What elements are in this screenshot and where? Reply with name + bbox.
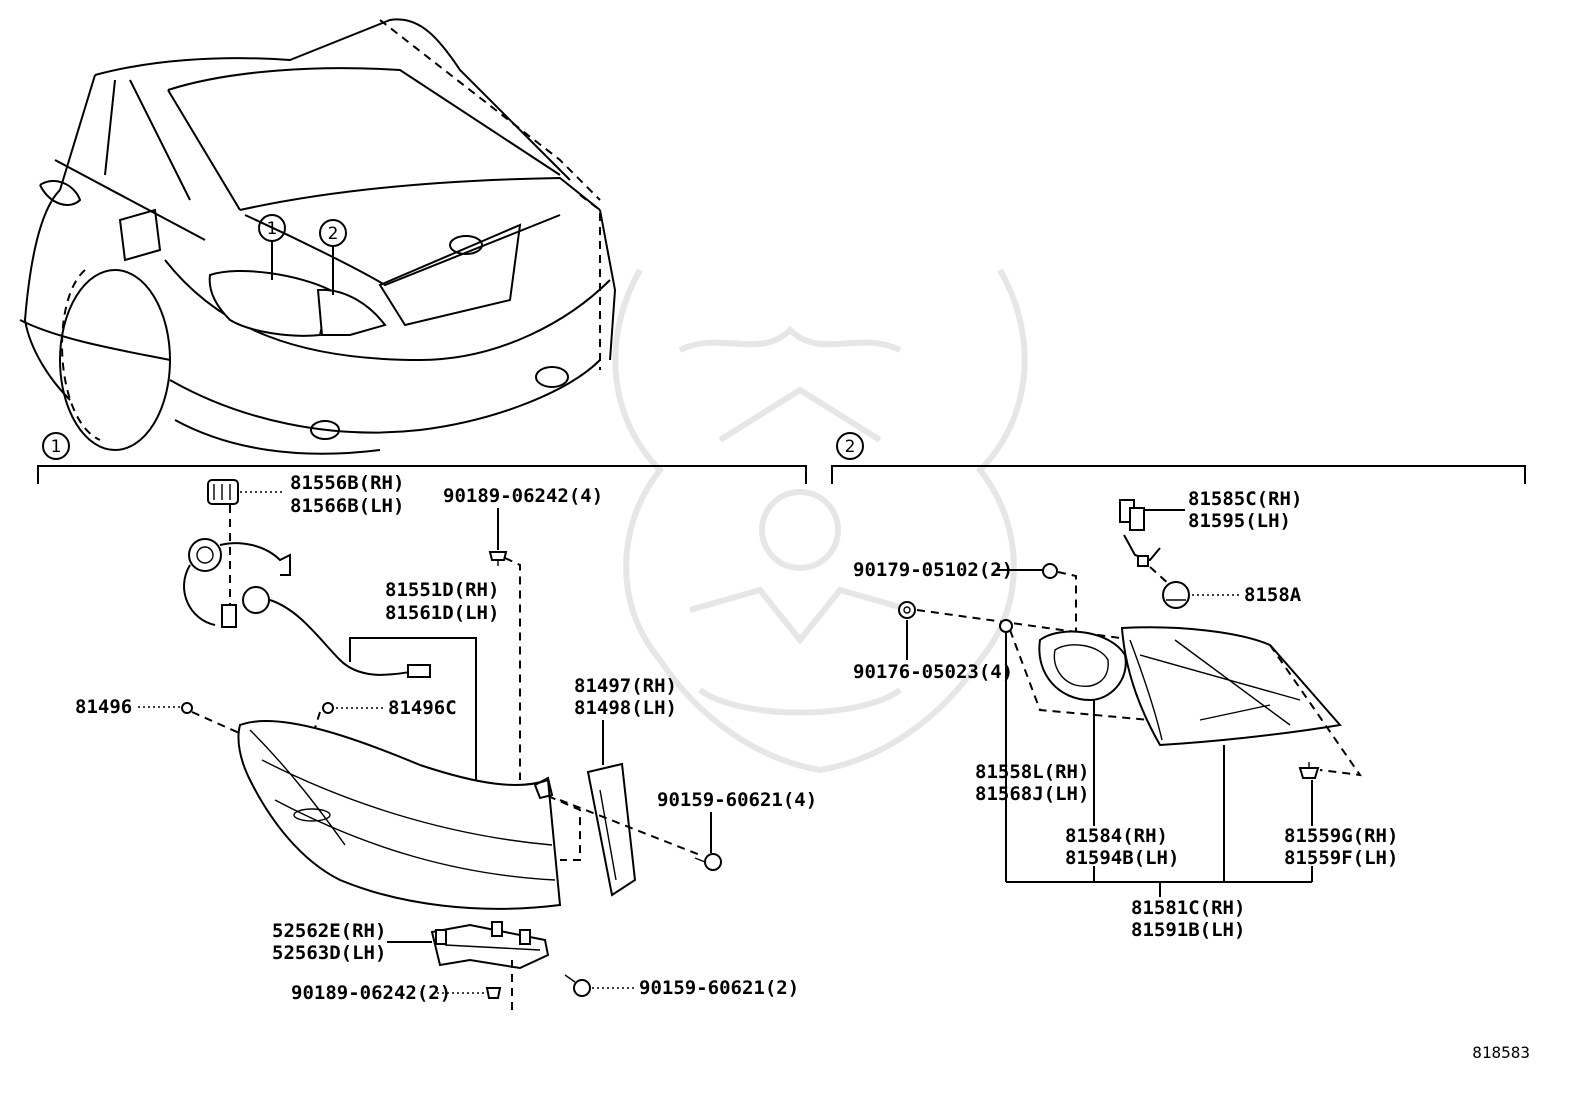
label-52562e: 52562E(RH) <box>272 920 386 942</box>
label-81497: 81497(RH) <box>574 675 677 697</box>
label-81551d: 81551D(RH) <box>385 579 499 601</box>
label-81585c: 81585C(RH) <box>1188 488 1302 510</box>
section-1-number: 1 <box>51 437 62 457</box>
callout-1: 1 <box>258 214 286 242</box>
bolt-90159-2 <box>564 974 591 997</box>
label-90189-2: 90189-06242(2) <box>291 982 451 1004</box>
dash-90189-top <box>504 557 521 780</box>
dash-lamp-outer <box>547 795 581 861</box>
screw-81559g <box>1298 762 1320 779</box>
label-81559g: 81559G(RH) <box>1284 825 1398 847</box>
section-1-marker: 1 <box>42 432 70 460</box>
vehicle-rear-illustration <box>19 18 617 455</box>
diagram-id: 818583 <box>1472 1043 1530 1062</box>
label-81594b: 81594B(LH) <box>1065 847 1179 869</box>
nut-90176 <box>898 601 916 619</box>
label-90159-4: 90159-60621(4) <box>657 789 817 811</box>
lamp-inner-81581c <box>1120 626 1342 747</box>
callout-2-label: 2 <box>328 224 339 244</box>
label-81566b: 81566B(LH) <box>290 495 404 517</box>
callout-2: 2 <box>319 219 347 247</box>
wire-harness <box>183 538 431 678</box>
label-90176: 90176-05023(4) <box>853 661 1013 683</box>
dash-81558l <box>1009 629 1151 721</box>
label-81568j: 81568J(LH) <box>975 783 1089 805</box>
bulb-8158a <box>1162 581 1190 609</box>
label-81581c: 81581C(RH) <box>1131 897 1245 919</box>
label-8158a: 8158A <box>1244 584 1302 606</box>
nut-90179 <box>1042 563 1058 579</box>
grommet-81496c <box>322 702 334 714</box>
grommet-81496 <box>181 702 193 714</box>
bracket-52562e <box>430 921 550 970</box>
label-81556b: 81556B(RH) <box>290 472 404 494</box>
assembly-tree <box>1005 632 1313 897</box>
section-2-bracket <box>831 465 1526 484</box>
label-81584: 81584(RH) <box>1065 825 1168 847</box>
callout-1-label: 1 <box>267 219 278 239</box>
clip-90189-top <box>488 551 508 566</box>
label-81496c: 81496C <box>388 697 457 719</box>
label-81595: 81595(LH) <box>1188 510 1291 532</box>
label-81496: 81496 <box>75 696 132 718</box>
label-81558l: 81558L(RH) <box>975 761 1089 783</box>
label-81498: 81498(LH) <box>574 697 677 719</box>
label-81561d: 81561D(LH) <box>385 602 499 624</box>
wire-81585c <box>1119 499 1161 567</box>
label-90189-top: 90189-06242(4) <box>443 485 603 507</box>
dash-81581c <box>1269 644 1363 777</box>
label-81559f: 81559F(LH) <box>1284 847 1398 869</box>
section-2-number: 2 <box>845 437 856 457</box>
label-90179: 90179-05102(2) <box>853 559 1013 581</box>
lamp-outer-81551d <box>237 720 562 910</box>
dash-81585c <box>1149 566 1171 586</box>
label-52563d: 52563D(LH) <box>272 942 386 964</box>
housing-81584 <box>1038 630 1127 702</box>
garnish-81497 <box>586 762 637 897</box>
dash-90179 <box>1057 571 1077 645</box>
bolt-90159-4 <box>694 853 722 871</box>
leader-81551d <box>349 637 477 785</box>
section-1-bracket <box>37 465 807 484</box>
dash-garnish <box>559 799 701 856</box>
section-2-marker: 2 <box>836 432 864 460</box>
clip-90189-2 <box>485 987 502 999</box>
label-90159-2: 90159-60621(2) <box>639 977 799 999</box>
label-81591b: 81591B(LH) <box>1131 919 1245 941</box>
watermark-emblem <box>612 268 1028 774</box>
